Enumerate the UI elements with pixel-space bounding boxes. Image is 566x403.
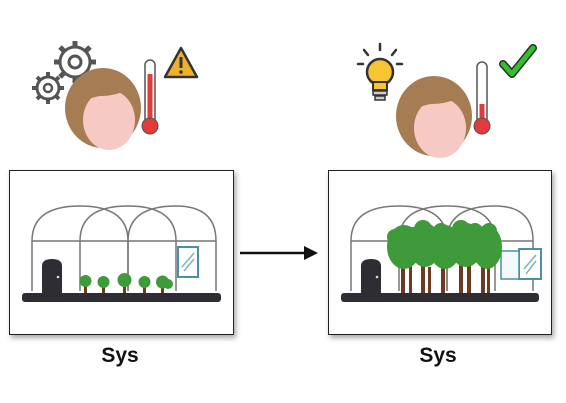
right-panel-label: Sys (419, 344, 457, 367)
lightbulb-icon (356, 42, 404, 101)
person-head (65, 68, 141, 150)
door-icon (361, 259, 381, 293)
checkmark-icon (499, 44, 537, 78)
greenhouse-floor (22, 293, 221, 302)
warning-icon (163, 46, 199, 79)
thermometer-icon (141, 59, 159, 135)
greenhouse-small-plants (22, 205, 221, 302)
left-greenhouse-panel (9, 170, 234, 335)
greenhouse-floor (341, 293, 539, 302)
person-head (396, 76, 472, 158)
gears-icon (32, 41, 96, 104)
right-greenhouse-panel (328, 170, 552, 335)
right-arrow-icon (240, 246, 318, 260)
large-trees (387, 220, 502, 295)
left-thinker (32, 41, 199, 150)
right-thinker (356, 42, 537, 158)
thermometer-icon (473, 61, 491, 135)
window-icon (177, 246, 199, 278)
door-icon (42, 259, 62, 293)
small-plants (79, 273, 173, 295)
left-panel-label: Sys (101, 344, 139, 367)
greenhouse-large-trees (341, 205, 542, 302)
window-icon (518, 248, 542, 280)
